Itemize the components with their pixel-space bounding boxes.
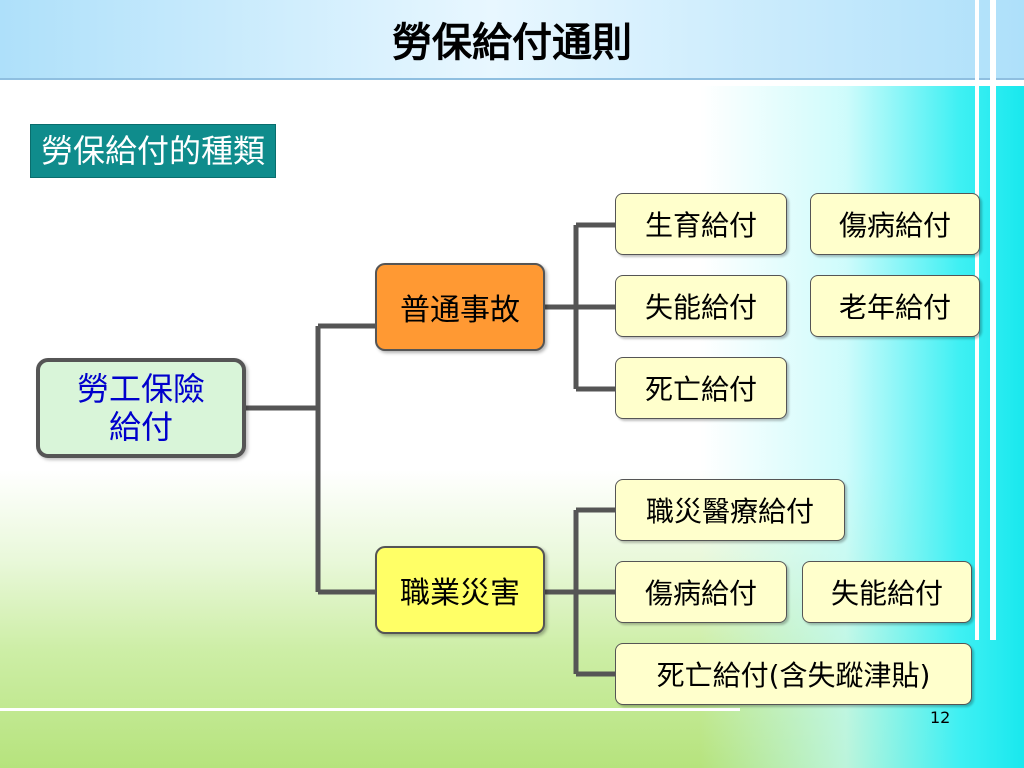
leaf-node: 死亡給付(含失蹤津貼) [615,643,972,705]
leaf-node: 職災醫療給付 [615,479,845,541]
leaf-node: 生育給付 [615,193,787,255]
decorative-vertical-line [990,0,996,640]
leaf-node: 失能給付 [615,275,787,337]
slide-title: 勞保給付通則 [392,19,632,66]
decorative-horizontal-line [0,708,740,711]
root-node-line1: 勞工保險 [76,370,205,408]
title-bar: 勞保給付通則 [0,0,1024,80]
root-node-labor-insurance: 勞工保險 給付 [36,358,246,458]
root-node-line2: 給付 [108,408,173,446]
branch-node-occupational: 職業災害 [375,546,545,634]
branch-node-ordinary: 普通事故 [375,263,545,351]
page-number: 12 [930,708,951,727]
leaf-node: 失能給付 [802,561,972,623]
leaf-node: 死亡給付 [615,357,787,419]
leaf-node: 傷病給付 [810,193,980,255]
leaf-node: 傷病給付 [615,561,787,623]
leaf-node: 老年給付 [810,275,980,337]
section-label: 勞保給付的種類 [30,124,277,178]
